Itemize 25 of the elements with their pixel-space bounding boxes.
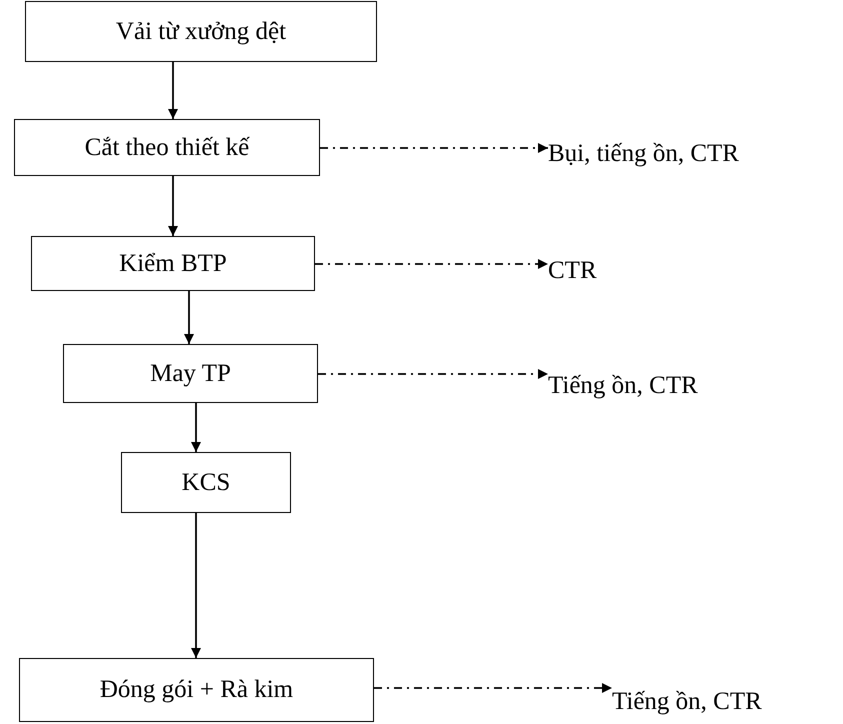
process-label: Cắt theo thiết kế bbox=[84, 134, 250, 162]
arrow bbox=[168, 176, 178, 236]
process-box bbox=[121, 452, 291, 513]
output-text: Tiếng ồn, CTR bbox=[612, 682, 837, 722]
dash-dot-arrow bbox=[318, 369, 548, 379]
process-box bbox=[25, 1, 377, 62]
process-label: KCS bbox=[182, 468, 230, 496]
arrow bbox=[191, 403, 201, 452]
dash-dot-arrow bbox=[315, 259, 548, 269]
dash-dot-arrow bbox=[374, 683, 612, 693]
arrow bbox=[168, 62, 178, 119]
output-text: Tiếng ồn, CTR bbox=[548, 366, 778, 406]
output-text: CTR bbox=[548, 251, 648, 291]
process-label: Kiểm BTP bbox=[119, 250, 227, 278]
arrow bbox=[184, 291, 194, 344]
process-box bbox=[14, 119, 320, 176]
process-box bbox=[63, 344, 318, 403]
dash-dot-arrow bbox=[320, 143, 548, 153]
output-text: Bụi, tiếng ồn, CTR bbox=[548, 134, 838, 174]
process-label: May TP bbox=[150, 360, 231, 388]
arrow bbox=[191, 513, 201, 658]
process-label: Vải từ xưởng dệt bbox=[116, 18, 286, 46]
process-label: Đóng gói + Rà kim bbox=[100, 676, 294, 704]
process-box bbox=[19, 658, 374, 722]
process-box bbox=[31, 236, 315, 291]
